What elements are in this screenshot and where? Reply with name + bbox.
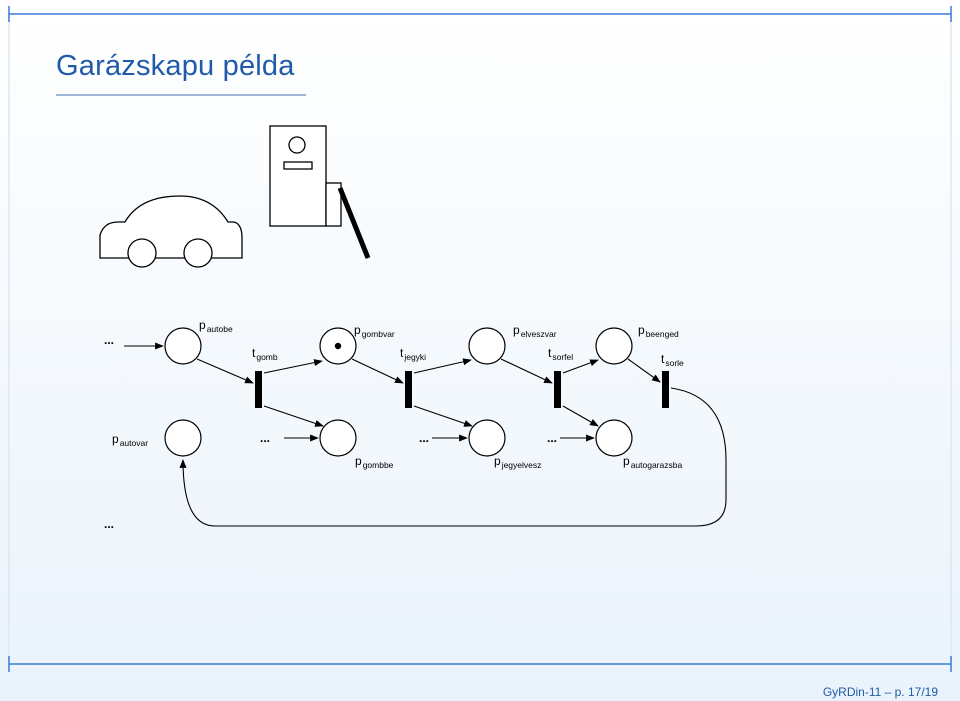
transition-sorfel bbox=[554, 371, 561, 408]
place-autobe bbox=[164, 327, 202, 365]
label-transition-sorle: tsorle bbox=[661, 352, 684, 368]
label-place-gombbe: pgombbe bbox=[355, 454, 394, 470]
ellipsis-bottom: ... bbox=[104, 517, 114, 531]
place-autovar bbox=[164, 419, 202, 457]
label-place-autogarazsba: pautogarazsba bbox=[623, 454, 682, 470]
place-gombbe bbox=[319, 419, 357, 457]
place-autogarazsba bbox=[595, 419, 633, 457]
gate-barrier bbox=[337, 187, 371, 259]
slide-title: Garázskapu példa bbox=[56, 50, 295, 82]
arcs bbox=[124, 342, 727, 527]
footer-page-info: GyRDin-11 – p. 17/19 bbox=[822, 685, 938, 699]
label-place-beenged: pbeenged bbox=[638, 323, 679, 339]
slide-frame bbox=[8, 6, 952, 672]
label-place-autovar: pautovar bbox=[112, 432, 148, 448]
token bbox=[334, 342, 342, 350]
label-transition-sorfel: tsorfel bbox=[548, 346, 573, 362]
label-transition-jegyki: tjegyki bbox=[400, 346, 426, 362]
label-place-jegyelvesz: pjegyelvesz bbox=[494, 454, 541, 470]
ellipsis-jegyelvesz-input: ... bbox=[419, 431, 429, 445]
car-illustration bbox=[99, 195, 243, 268]
label-place-elveszvar: pelveszvar bbox=[513, 323, 557, 339]
ellipsis-gombbe-input: ... bbox=[260, 431, 270, 445]
ticket-machine bbox=[269, 125, 342, 227]
transition-gomb bbox=[255, 371, 262, 408]
label-transition-gomb: tgomb bbox=[252, 346, 278, 362]
ellipsis-input: ... bbox=[104, 333, 114, 347]
label-place-gombvar: pgombvar bbox=[354, 323, 395, 339]
transition-sorle bbox=[662, 371, 669, 408]
ellipsis-autogarazsba-input: ... bbox=[547, 431, 557, 445]
transition-jegyki bbox=[405, 371, 412, 408]
place-elveszvar bbox=[468, 327, 506, 365]
place-jegyelvesz bbox=[468, 419, 506, 457]
title-underline bbox=[56, 94, 306, 96]
label-place-autobe: pautobe bbox=[199, 318, 233, 334]
place-beenged bbox=[595, 327, 633, 365]
